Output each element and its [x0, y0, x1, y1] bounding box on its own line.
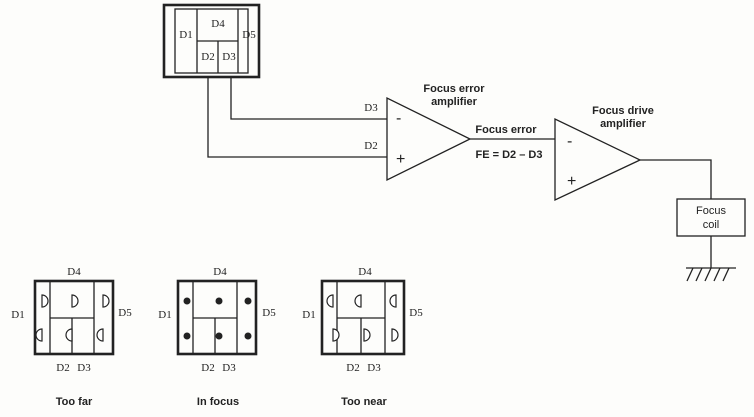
state-d1-label: D1	[302, 309, 315, 321]
error-amp-title-2: amplifier	[431, 96, 478, 108]
spot-icon	[102, 294, 110, 308]
spot-icon	[363, 328, 371, 342]
drive-output-wire	[640, 159, 712, 199]
spot-icon	[244, 297, 252, 305]
focus-error-label: Focus error	[475, 124, 537, 136]
state-d4-label: D4	[67, 266, 81, 278]
detector-inner-frame	[174, 8, 249, 74]
detector-d5-label: D5	[242, 29, 256, 41]
state-d2-label: D2	[56, 362, 69, 374]
state-too-near: D4 D1 D5 D2 D3 Too near	[302, 266, 423, 408]
state-d3-label: D3	[367, 362, 381, 374]
state-d5-label: D5	[262, 307, 276, 319]
drive-amp-triangle	[554, 117, 642, 202]
detector-d4-label: D4	[211, 18, 225, 30]
detector-states: D4 D1 D5 D2 D3 Too far D4 D1 D5 D2 D3 In…	[11, 266, 423, 408]
detector-d2-label: D2	[201, 51, 214, 63]
state-d5-label: D5	[118, 307, 132, 319]
spot-icon	[215, 332, 223, 340]
spot-icon	[244, 332, 252, 340]
state-d1-label: D1	[11, 309, 24, 321]
error-amp-title-1: Focus error	[423, 83, 485, 95]
spot-icon	[96, 328, 104, 342]
focus-error-amplifier: Focus error amplifier - + D3 D2	[364, 83, 485, 182]
state-d4-label: D4	[358, 266, 372, 278]
drive-amp-title-1: Focus drive	[592, 105, 654, 117]
state-d2-label: D2	[346, 362, 359, 374]
focus-error-equation: FE = D2 – D3	[476, 149, 543, 161]
state-d2-label: D2	[201, 362, 214, 374]
spot-icon	[215, 297, 223, 305]
drive-amp-minus: -	[567, 133, 572, 150]
input-d2-label: D2	[364, 140, 377, 152]
spot-icon	[389, 294, 397, 308]
detector-outer-frame	[162, 3, 261, 79]
spot-icon	[332, 328, 340, 342]
focus-coil: Focus coil	[676, 198, 746, 237]
state-in-focus: D4 D1 D5 D2 D3 In focus	[158, 266, 276, 408]
spot-icon	[35, 328, 43, 342]
state-d3-label: D3	[222, 362, 236, 374]
wire-d2	[207, 77, 387, 158]
state-d1-label: D1	[158, 309, 171, 321]
focus-coil-label-1: Focus	[696, 205, 726, 217]
drive-amp-title-2: amplifier	[600, 118, 647, 130]
spot-icon	[354, 294, 362, 308]
state-caption: In focus	[197, 396, 239, 408]
state-d5-label: D5	[409, 307, 423, 319]
spot-icon	[326, 294, 334, 308]
state-caption: Too far	[56, 396, 93, 408]
ground-icon	[686, 267, 736, 282]
detector-d1-label: D1	[179, 29, 192, 41]
spot-icon	[183, 332, 191, 340]
drive-amp-plus: +	[567, 173, 576, 190]
state-caption: Too near	[341, 396, 387, 408]
focus-drive-amplifier: Focus drive amplifier - +	[554, 105, 654, 202]
detector-d3-label: D3	[222, 51, 236, 63]
photodetector-array: D4 D1 D5 D2 D3	[162, 3, 261, 79]
focus-coil-label-2: coil	[703, 219, 720, 231]
spot-icon	[71, 294, 79, 308]
spot-icon	[183, 297, 191, 305]
spot-icon	[391, 328, 399, 342]
state-d3-label: D3	[77, 362, 91, 374]
error-amp-plus: +	[396, 151, 405, 168]
error-amp-minus: -	[396, 110, 401, 127]
state-d4-label: D4	[213, 266, 227, 278]
spot-icon	[41, 294, 49, 308]
state-too-far: D4 D1 D5 D2 D3 Too far	[11, 266, 132, 408]
input-d3-label: D3	[364, 102, 378, 114]
wire-d3	[230, 77, 387, 120]
error-amp-triangle	[386, 96, 472, 182]
spot-icon	[65, 328, 73, 342]
